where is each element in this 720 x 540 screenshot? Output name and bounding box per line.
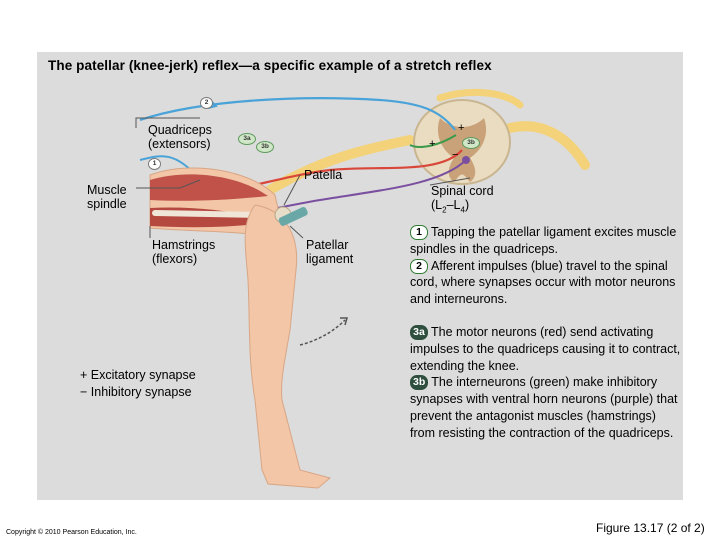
label-muscle-spindle-line2: spindle [87,197,127,211]
leader-patella [283,174,301,206]
figure-title: The patellar (knee-jerk) reflex—a specif… [48,58,492,73]
spinal-level-dash: –L [446,198,461,212]
kick-arrow-head [340,317,348,326]
leader-patellar-ligament [289,225,304,239]
synapse-legend: + Excitatory synapse − Inhibitory synaps… [80,367,196,401]
label-hamstrings-sub: (flexors) [152,252,198,266]
label-quadriceps-text: Quadriceps [148,123,212,137]
interneuron-path [409,134,457,148]
femur [152,210,268,218]
label-quadriceps: Quadriceps (extensors) [148,123,212,151]
label-patellar-ligament: Patellar ligament [306,238,353,266]
spinal-level-prefix: (L [431,198,443,212]
label-patellar-ligament-line1: Patellar [306,238,349,252]
label-muscle-spindle: Muscle spindle [87,183,127,211]
leader-spinal-cord [429,177,471,186]
label-patella: Patella [304,168,343,182]
afferent-neuron-path [139,97,456,131]
spinal-nerve-right [505,121,590,170]
step-3a-number: 3a [410,324,428,340]
label-patellar-ligament-line2: ligament [306,252,354,266]
kick-arrow [299,319,346,346]
step-1-number: 1 [410,225,428,240]
legend-inhibitory: − Inhibitory synapse [80,385,192,399]
spinal-level-b: 4 [460,205,465,215]
label-quadriceps-sub: (extensors) [148,137,211,151]
step-2-text: Afferent impulses (blue) travel to the s… [410,258,676,307]
quadriceps-muscle [150,174,268,201]
label-spinal-cord: Spinal cord (L2–L4) [431,184,494,218]
badge-2: 2 [200,97,213,109]
spinal-sign-plus-top: + [458,122,465,134]
peripheral-nerve [265,135,415,195]
spinal-sign-plus-left: + [429,138,436,150]
figure-panel [37,52,683,500]
label-hamstrings-text: Hamstrings [152,238,216,252]
label-muscle-spindle-line1: Muscle [87,183,127,197]
badge-1: 1 [148,158,161,170]
step-1-text: Tapping the patellar ligament excites mu… [410,225,677,256]
step-2-number: 2 [410,258,428,274]
lower-leg [244,204,332,489]
step-3b-number: 3b [410,375,429,391]
label-hamstrings: Hamstrings (flexors) [152,238,215,266]
reflex-hammer [278,207,308,226]
copyright-text: Copyright © 2010 Pearson Education, Inc. [6,529,137,536]
badge-3b-left: 3b [256,141,274,153]
leader-quadriceps [135,117,200,128]
spinal-level-suffix: ) [464,198,470,212]
badge-3a: 3a [238,133,256,145]
label-spinal-cord-text: Spinal cord [431,184,494,198]
step-3a-text: The motor neurons (red) send activating … [410,324,681,373]
spinal-level-a: 2 [442,205,447,215]
step-3b-text: The interneurons (green) make inhibitory… [410,375,678,440]
figure-number: Figure 13.17 (2 of 2) [596,521,705,535]
spinal-nerve-top [436,88,524,109]
leader-muscle-spindle [136,179,201,189]
legend-excitatory: + Excitatory synapse [80,368,196,382]
badge-3b-right: 3b [462,137,480,149]
spinal-sign-minus: − [452,149,459,161]
